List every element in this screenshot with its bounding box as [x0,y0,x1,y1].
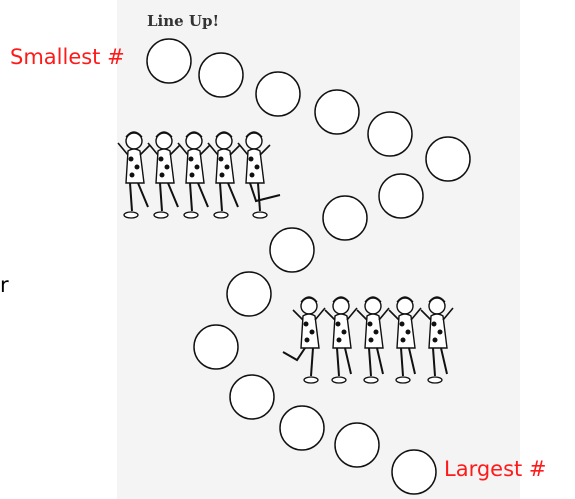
clown-line-bottom [282,296,454,384]
number-circle[interactable] [314,89,360,135]
number-circle[interactable] [229,374,275,420]
clown-figure [237,131,281,219]
clown-figure [388,296,422,384]
clown-figure [117,131,151,219]
number-circle[interactable] [425,136,471,182]
clown-figure [282,296,326,384]
number-circle[interactable] [269,227,315,273]
clown-line-top [117,131,281,219]
number-circle[interactable] [193,324,239,370]
number-circle[interactable] [279,405,325,451]
clown-figure [207,131,241,219]
number-circle[interactable] [367,111,413,157]
number-circle[interactable] [334,422,380,468]
number-circles [146,38,471,495]
number-circle[interactable] [255,71,301,117]
number-circle[interactable] [146,38,192,84]
number-circle[interactable] [226,271,272,317]
cropped-text-fragment: r [0,273,9,297]
number-circle[interactable] [322,195,368,241]
clown-figure [177,131,211,219]
number-circle[interactable] [198,52,244,98]
worksheet-title: Line Up! [147,12,220,30]
clown-figure [420,296,454,384]
number-circle[interactable] [391,449,437,495]
number-circle[interactable] [378,173,424,219]
clown-figure [356,296,390,384]
smallest-number-label: Smallest # [10,45,125,69]
clown-figure [147,131,181,219]
clown-figure [324,296,358,384]
largest-number-label: Largest # [444,457,547,481]
